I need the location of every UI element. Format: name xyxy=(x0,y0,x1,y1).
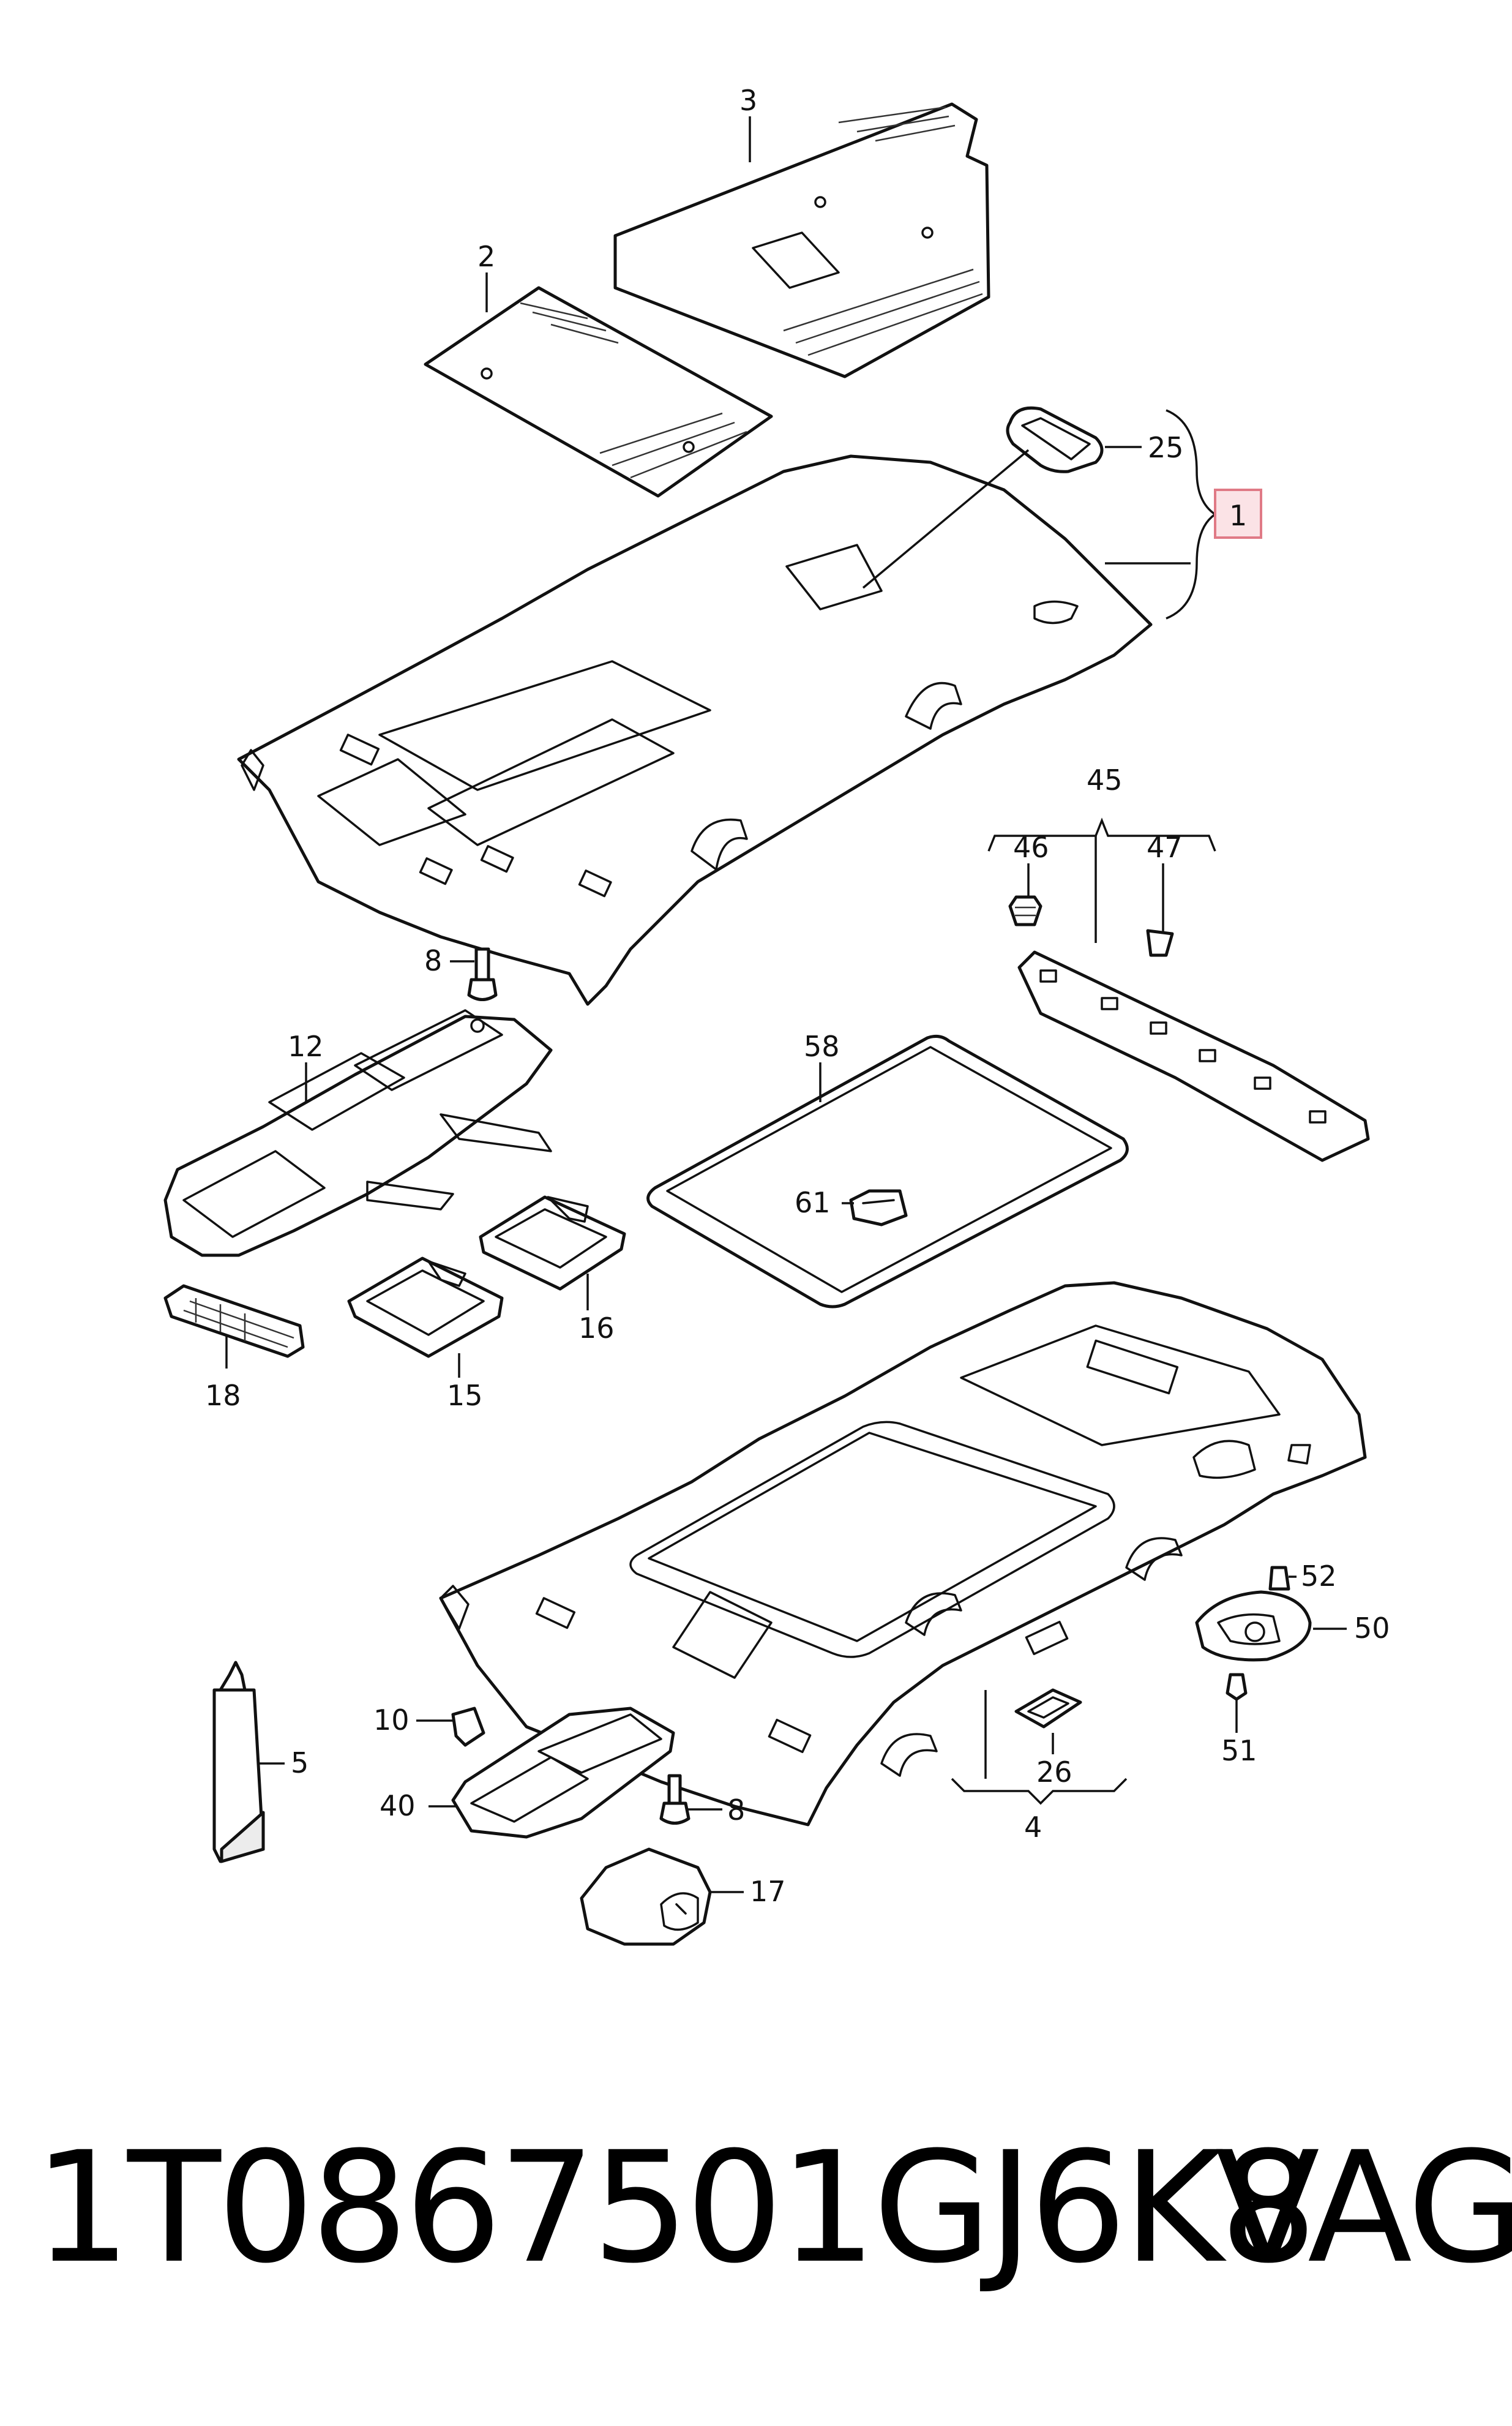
callout-1-highlight xyxy=(1214,489,1262,539)
callout-46: 46 xyxy=(1013,831,1049,864)
callout-3: 3 xyxy=(739,84,757,117)
part-17-cover[interactable] xyxy=(580,1847,712,1946)
callout-17: 17 xyxy=(750,1875,786,1908)
part-47-clip[interactable] xyxy=(1146,929,1174,957)
callout-2: 2 xyxy=(477,240,495,273)
part-4-headliner-sunroof[interactable] xyxy=(439,1281,1367,1827)
callout-12: 12 xyxy=(288,1030,324,1063)
part-1-headliner[interactable] xyxy=(237,449,1153,1006)
part-46-clip[interactable] xyxy=(1008,895,1042,926)
callout-51: 51 xyxy=(1221,1734,1257,1767)
callout-5: 5 xyxy=(291,1746,309,1779)
part-8-screw-bottom[interactable] xyxy=(659,1774,691,1825)
callout-45: 45 xyxy=(1087,764,1123,797)
part-10-clip[interactable] xyxy=(451,1707,485,1747)
callout-15: 15 xyxy=(447,1379,483,1412)
part-18-bracket[interactable] xyxy=(163,1284,305,1358)
part-52-clip[interactable] xyxy=(1268,1566,1290,1591)
callout-52: 52 xyxy=(1301,1560,1337,1593)
parts-diagram: 1 2 3 25 8 12 58 61 16 15 18 45 46 47 52… xyxy=(163,84,1390,1946)
part-12-console[interactable] xyxy=(163,1009,553,1257)
callout-50: 50 xyxy=(1354,1612,1390,1645)
footer: 1T0867501GJ6K8 VAG xyxy=(0,2119,1512,2321)
part-25-frame[interactable] xyxy=(1006,406,1104,473)
callout-25: 25 xyxy=(1148,431,1184,464)
callout-1: 1 xyxy=(1229,499,1247,532)
part-51-screw[interactable] xyxy=(1226,1673,1248,1701)
part-3-insulation-mat[interactable] xyxy=(613,102,990,378)
callout-8-bottom: 8 xyxy=(727,1793,745,1827)
part-45-trim-strip[interactable] xyxy=(1017,950,1370,1162)
part-5-adhesive-tube[interactable] xyxy=(212,1661,265,1863)
part-8-screw-top[interactable] xyxy=(467,947,498,1001)
part-61-clip[interactable] xyxy=(849,1189,908,1226)
callout-26: 26 xyxy=(1036,1756,1072,1789)
callout-16: 16 xyxy=(578,1312,615,1345)
callout-18: 18 xyxy=(205,1379,241,1412)
part-16-tray[interactable] xyxy=(479,1195,626,1291)
callout-8-top: 8 xyxy=(424,944,442,977)
part-2-insulation-mat[interactable] xyxy=(424,286,773,498)
callout-4: 4 xyxy=(1024,1811,1042,1844)
part-number: 1T0867501GJ6K8 xyxy=(34,2119,1317,2297)
part-58-seal[interactable] xyxy=(646,1034,1129,1309)
brand-label: VAG xyxy=(1215,2119,1512,2297)
callout-40: 40 xyxy=(380,1789,416,1822)
part-40-console[interactable] xyxy=(451,1707,675,1839)
part-15-tray[interactable] xyxy=(347,1256,504,1358)
callout-47: 47 xyxy=(1147,831,1183,864)
callout-58: 58 xyxy=(804,1030,840,1063)
part-50-grab-handle[interactable] xyxy=(1195,1590,1312,1662)
part-26-frame[interactable] xyxy=(1014,1688,1082,1729)
callout-10: 10 xyxy=(373,1703,410,1737)
callout-61: 61 xyxy=(795,1186,831,1219)
callout-labels: 1 2 3 25 8 12 58 61 16 15 18 45 46 47 52… xyxy=(205,84,1390,1908)
